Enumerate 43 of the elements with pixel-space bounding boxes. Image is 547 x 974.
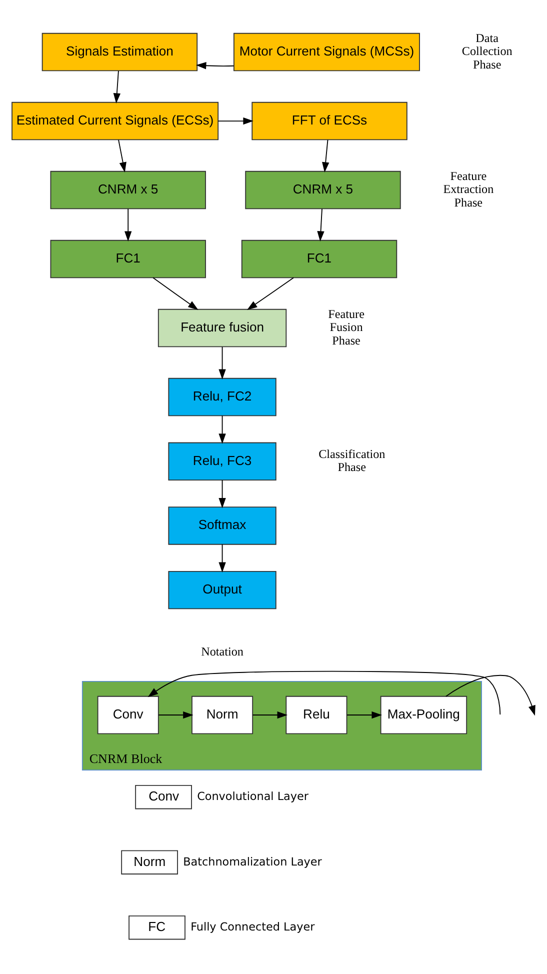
- node-box: Max-Pooling: [380, 695, 468, 734]
- node-box: Motor Current Signals (MCSs): [233, 32, 420, 71]
- arrow: [196, 62, 234, 69]
- arrow: [246, 276, 294, 310]
- node-box: FC1: [50, 239, 206, 278]
- arrow: [445, 674, 536, 716]
- label: Feature Fusion Phase: [328, 306, 364, 347]
- node-box: Softmax: [168, 506, 276, 544]
- label: Classification Phase: [318, 446, 386, 474]
- node-label: Convolutional Layer: [197, 789, 309, 802]
- arrow: [218, 543, 226, 572]
- arrow: [322, 139, 330, 172]
- arrow: [252, 710, 288, 718]
- node-box: Relu, FC3: [168, 442, 276, 480]
- arrow: [218, 116, 254, 124]
- node-box: CNRM x 5: [50, 170, 206, 209]
- arrow: [218, 479, 226, 508]
- node-box: Relu, FC2: [168, 377, 276, 416]
- node-box: Relu: [286, 695, 348, 734]
- node-box: Output: [168, 570, 276, 609]
- node-label: Batchnomalization Layer: [183, 854, 322, 868]
- arrow: [218, 346, 226, 379]
- node-box: Conv: [97, 695, 159, 734]
- node-box: CNRM x 5: [245, 170, 401, 209]
- arrow: [152, 276, 198, 310]
- node-label: Fully Connected Layer: [190, 920, 315, 934]
- arrow: [317, 208, 324, 241]
- arrow: [148, 670, 501, 714]
- arrow: [218, 414, 226, 444]
- node-box: Norm: [192, 695, 254, 734]
- node-box: FC1: [241, 239, 398, 278]
- label: Feature Extraction Phase: [443, 168, 494, 209]
- arrow: [346, 710, 382, 718]
- arrow: [118, 139, 126, 172]
- node-box: FFT of ECSs: [252, 101, 408, 140]
- node-box: Estimated Current Signals (ECSs): [12, 101, 219, 140]
- label: Notation: [201, 644, 244, 658]
- arrow: [158, 710, 194, 718]
- node-box: Feature fusion: [158, 308, 287, 347]
- arrow: [124, 208, 132, 241]
- arrow: [113, 70, 120, 103]
- label: Data Collection Phase: [462, 30, 512, 71]
- node-box: Signals Estimation: [42, 32, 198, 71]
